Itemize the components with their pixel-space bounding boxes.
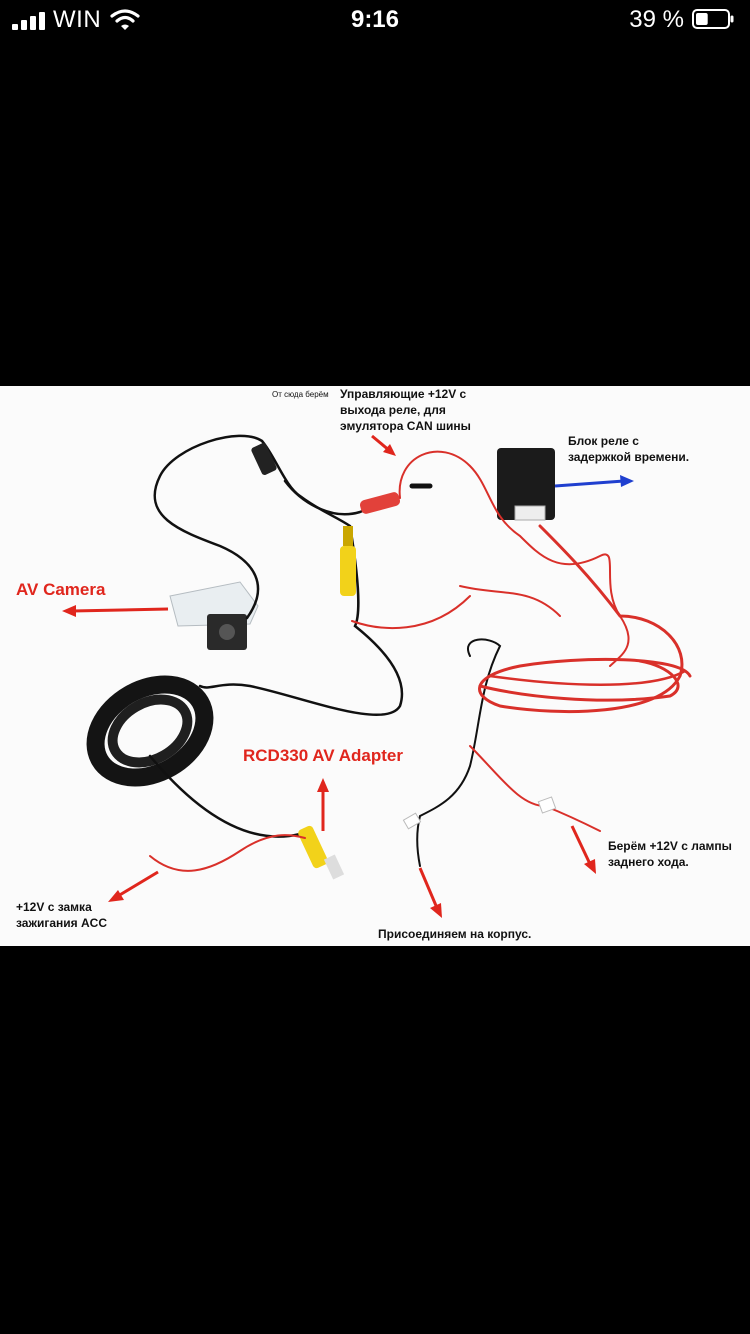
label-ignition: +12V с замка зажигания ACC: [16, 900, 107, 930]
arrow-ground: [418, 867, 439, 909]
arrow-relay-block: [554, 479, 625, 488]
wire-tags: [402, 796, 557, 830]
arrow-av-camera: [71, 607, 169, 613]
red-wires: [149, 450, 692, 872]
relay-box: [497, 448, 555, 521]
label-relay-block: Блок реле с задержкой времени.: [568, 434, 690, 464]
label-av-camera: AV Camera: [16, 580, 106, 599]
label-ground: Присоединяем на корпус.: [378, 927, 532, 941]
battery-percent: 39 %: [629, 6, 684, 33]
clock: 9:16: [350, 6, 400, 33]
label-source-note: От сюда берём: [272, 390, 329, 399]
camera-housing: [169, 581, 259, 650]
carrier-label: WIN: [53, 6, 102, 33]
wiring-diagram: [62, 434, 692, 918]
black-wires: [148, 434, 502, 867]
battery-icon: [692, 9, 734, 29]
label-av-adapter: RCD330 AV Adapter: [243, 746, 403, 765]
annotation-arrows: [62, 434, 634, 918]
status-bar: WIN 9:16 39 %: [0, 0, 750, 42]
label-control-output: Управляющие +12V с выхода реле, для эмул…: [340, 387, 471, 433]
rca-connectors: [251, 443, 401, 880]
camera-cable-coil: [86, 675, 214, 787]
wiring-photo: От сюда берём Управляющие +12V с выхода …: [0, 386, 750, 946]
signal-icon: [12, 12, 46, 30]
arrow-ignition: [117, 870, 159, 898]
label-reverse-lamp: Берём +12V с лампы заднего хода.: [608, 839, 732, 869]
arrow-reverse-lamp: [570, 825, 592, 865]
wifi-icon: [110, 9, 140, 30]
